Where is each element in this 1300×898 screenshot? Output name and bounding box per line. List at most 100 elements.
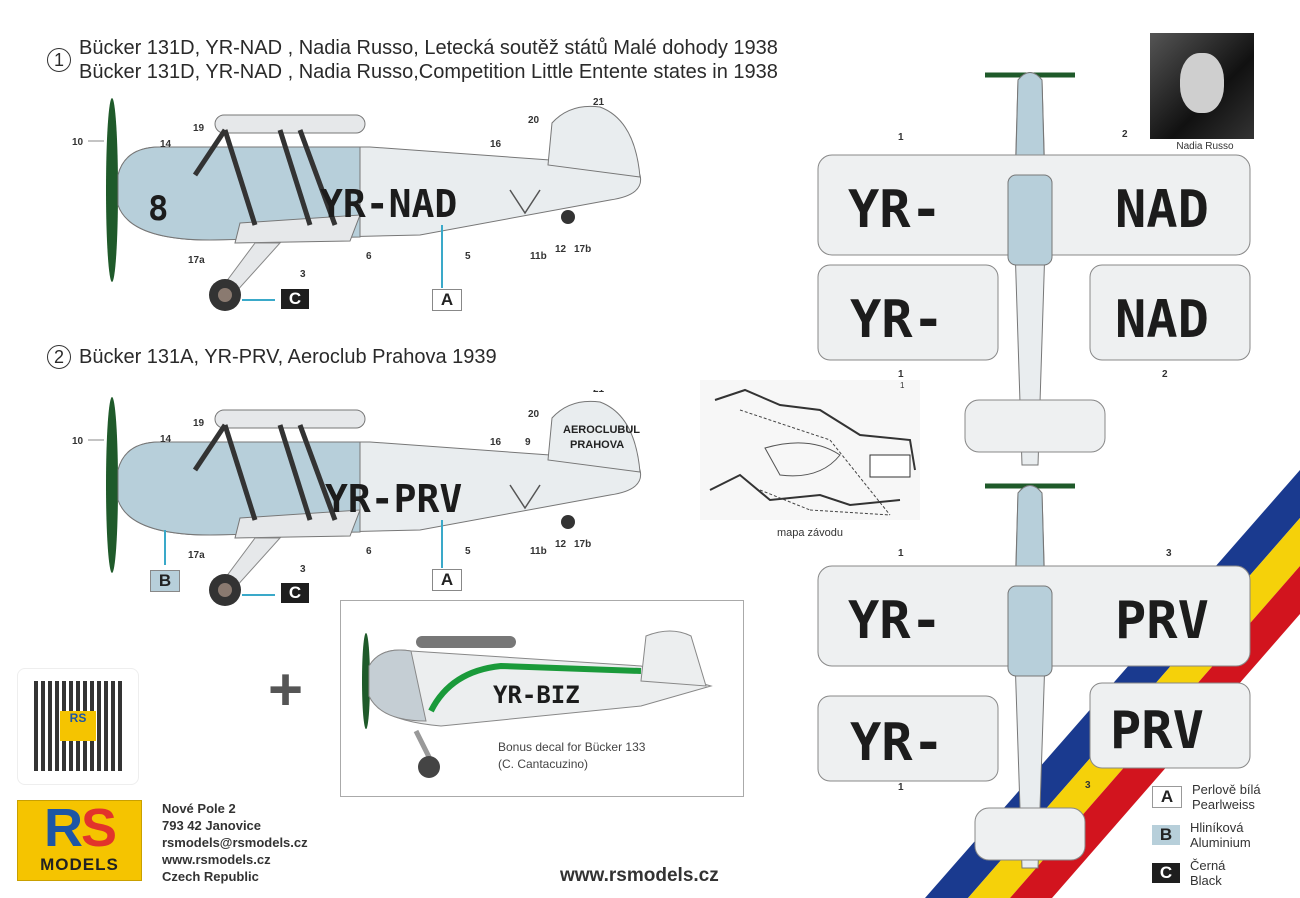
callout: 10 [72,137,84,148]
lower-wing-left [817,695,999,782]
photo-caption: Nadia Russo [1176,141,1234,152]
plus-icon: + [268,656,304,723]
wing-reg-upper-left: YR- [848,180,942,240]
callout: 10 [72,436,84,447]
callout: 21 [593,97,605,108]
lower-wing [234,509,361,539]
callout: 14 [160,434,172,445]
address-line: 793 42 Janovice [162,818,262,833]
callout: 1 [898,548,904,559]
tail-fin [547,400,641,473]
qr-code[interactable]: RS [17,668,139,785]
propeller [106,397,118,573]
legend-name-en: Aluminium [1190,835,1251,850]
company-address: Nové Pole 2 793 42 Janovice rsmodels@rsm… [162,800,308,885]
wing-reg-lower-right: NAD [1115,290,1209,350]
callout: 9 [525,437,531,448]
struts [192,128,338,226]
callout: 6 [366,546,372,557]
wing-reg-lower-left: YR- [850,290,944,350]
color-code-c: C [281,583,309,603]
legend-name-en: Black [1190,873,1222,888]
profile1-title: 1 Bücker 131D, YR-NAD , Nadia Russo, Let… [47,36,778,84]
callout: 1 [898,369,904,380]
legend-swatch: C [1152,863,1180,883]
rs-models-logo: RS MODELS [17,800,142,881]
fuselage-front [117,146,361,241]
upper-wing [214,114,366,134]
color-code-a: A [432,569,462,591]
legend-swatch: B [1152,825,1180,845]
callout: 3 [1085,780,1091,791]
side-view-1: 10 YR-NAD 8 14 19 16 20 21 17a 3 6 5 11b… [72,97,642,311]
callout: 21 [593,390,605,395]
upper-wing [214,409,366,429]
profile2-title-text: Bücker 131A, YR-PRV, Aeroclub Prahova 19… [79,346,497,368]
fuselage-number: 8 [148,189,168,229]
legend-name-cz: Černá [1190,858,1226,873]
email-link[interactable]: rsmodels@rsmodels.cz [162,835,308,850]
profile1-title-en: Bücker 131D, YR-NAD , Nadia Russo,Compet… [79,61,778,83]
callout: 3 [300,269,306,280]
callout: 1 [898,132,904,143]
map-caption: mapa závodu [776,527,844,539]
callout: 6 [366,251,372,262]
wing-reg-upper-right: PRV [1115,591,1209,651]
pilot-photo [1150,33,1254,139]
tailplane [974,807,1086,861]
callout: 2 [1162,369,1168,380]
lower-wing-left [817,264,999,361]
map-callout: 1 [900,381,905,390]
lower-wing [234,214,361,244]
callout: 12 [555,244,567,255]
callout: 3 [1166,548,1172,559]
profile1-number: 1 [47,48,71,72]
callout: 3 [300,564,306,575]
callout: 17a [188,255,205,266]
registration-text: YR-PRV [325,477,462,521]
profile2-number: 2 [47,345,71,369]
callout: 17b [574,244,591,255]
profile1-title-cz: Bücker 131D, YR-NAD , Nadia Russo, Letec… [79,37,778,59]
legend-name-cz: Hliníková [1190,820,1244,835]
wing-reg-upper-left: YR- [848,591,942,651]
fuselage-front [117,441,361,536]
address-line: Nové Pole 2 [162,801,236,816]
address-line: Czech Republic [162,869,259,884]
callout: 5 [465,546,471,557]
callout: 5 [465,251,471,262]
lower-wing-right [1089,264,1251,361]
legend-name-cz: Perlově bílá [1192,782,1261,797]
logo-models: MODELS [40,855,119,874]
callout: 17b [574,539,591,550]
propeller [106,98,118,282]
bonus-text-1: Bonus decal for Bücker 133 [498,740,646,754]
tailplane [964,399,1106,453]
logo-rs: RS [43,798,117,858]
callout: 19 [193,418,205,429]
bonus-text-2: (C. Cantacuzino) [498,757,589,771]
tail-wheel [561,515,575,529]
callout: 14 [160,139,172,150]
tail-text-1: AEROCLUBUL [563,424,640,436]
race-map: 1 [700,380,920,520]
bonus-decal-box: YR-BIZ Bonus decal for Bücker 133 (C. Ca… [340,600,744,797]
top-view-1: YR- NAD YR- NAD 1 2 1 2 [817,72,1251,466]
callout: 16 [490,437,502,448]
wing-reg-lower-right: PRV [1110,701,1204,761]
lower-wing-right [1089,682,1251,769]
pilot-face [1180,53,1224,113]
legend-swatch: A [1152,786,1182,808]
website-link[interactable]: www.rsmodels.cz [162,852,271,867]
profile2-title: 2 Bücker 131A, YR-PRV, Aeroclub Prahova … [47,345,497,369]
color-code-c: C [281,289,309,309]
bonus-caption: Bonus decal for Bücker 133 (C. Cantacuzi… [498,739,645,773]
footer-website[interactable]: www.rsmodels.cz [560,865,719,886]
callout: 11b [530,251,547,262]
top-view-2: YR- PRV YR- PRV 1 3 1 3 [817,483,1251,869]
callout: 17a [188,550,205,561]
